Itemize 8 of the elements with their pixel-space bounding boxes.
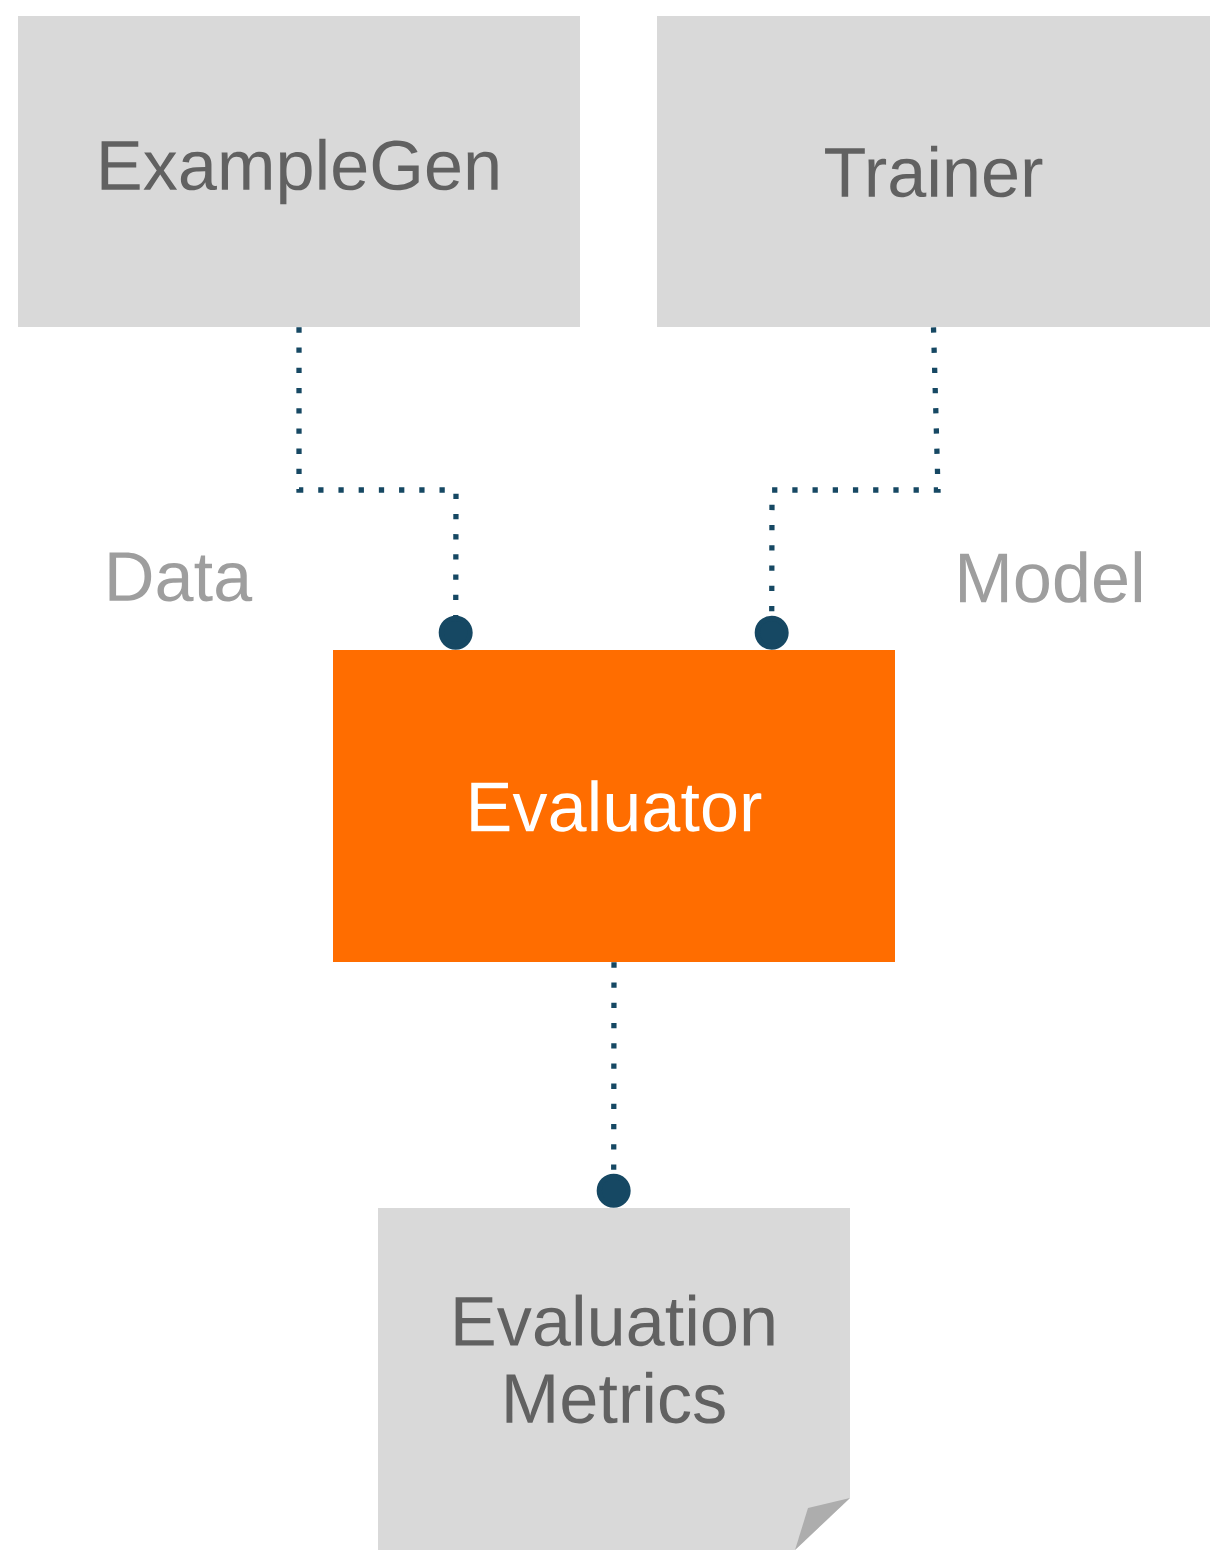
- process-box: Evaluator: [333, 650, 895, 962]
- dotted-connector: [296, 327, 473, 650]
- process-box: Trainer: [657, 16, 1210, 327]
- dotted-connector: [754, 327, 941, 650]
- dotted-connector: [596, 962, 631, 1208]
- process-box: ExampleGen: [18, 16, 580, 327]
- input-label: Model: [960, 551, 1141, 603]
- input-label: Data: [109, 552, 253, 602]
